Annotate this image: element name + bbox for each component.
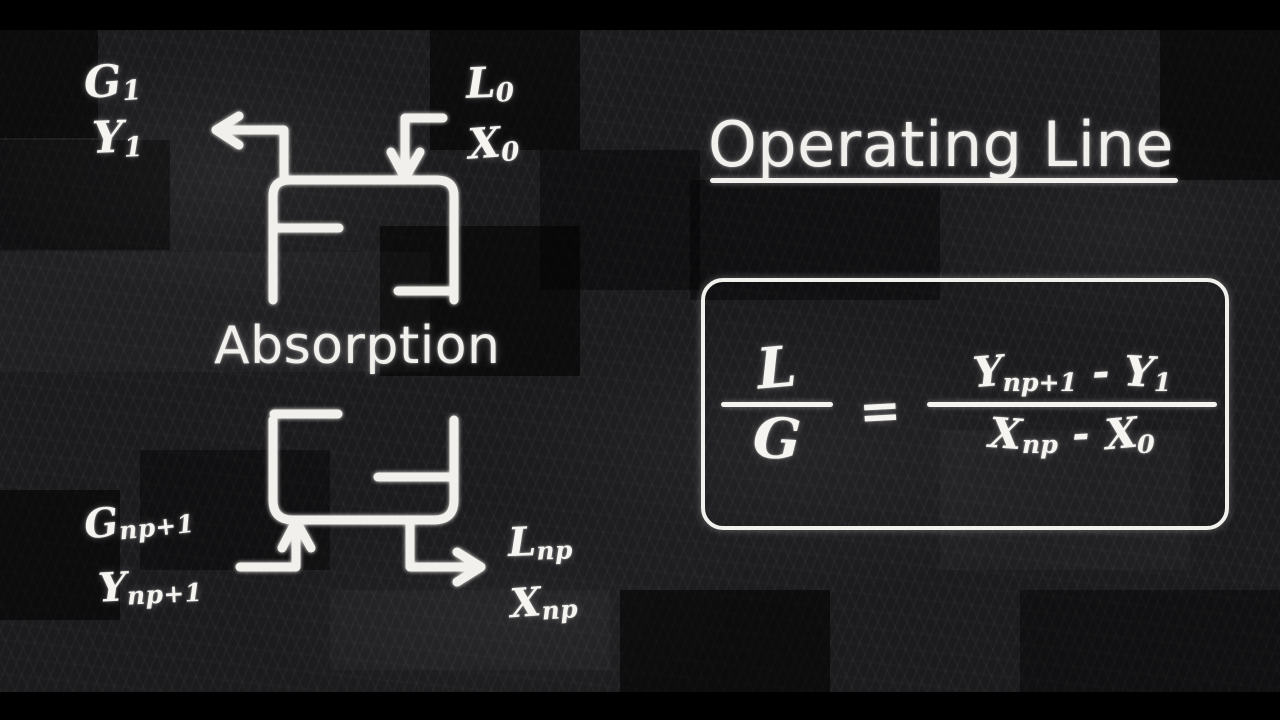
equation-left-denominator: G: [751, 404, 803, 473]
label-gas-out-flow: G1: [82, 55, 143, 109]
board-patch: [0, 140, 170, 250]
label-liquid-in-flow: L0: [465, 57, 516, 109]
board-patch: [0, 490, 120, 620]
page-title-underline: [710, 178, 1178, 183]
equation-content: L G = Ynp+1 - Y1 Xnp - X0: [705, 282, 1225, 526]
label-liquid-out-flow: Lnp: [507, 518, 574, 567]
board-patch: [1160, 30, 1280, 180]
equation-right-numerator: Ynp+1 - Y1: [970, 346, 1172, 398]
page-title: Operating Line: [708, 108, 1174, 181]
fraction-bar-left: [721, 401, 834, 407]
board-patch: [620, 590, 830, 692]
equation-right-denominator: Xnp - X0: [987, 407, 1155, 459]
label-gas-in-composition: Ynp+1: [96, 563, 204, 612]
board-patch: [1020, 590, 1280, 692]
label-liquid-in-composition: X0: [466, 117, 521, 169]
operating-line-equation-box: L G = Ynp+1 - Y1 Xnp - X0: [701, 278, 1229, 530]
label-liquid-out-composition: Xnp: [508, 578, 579, 628]
ratio-deltaY-over-deltaX: Ynp+1 - Y1 Xnp - X0: [926, 346, 1217, 459]
board-patch: [0, 30, 98, 138]
equals-sign: =: [857, 379, 903, 441]
ratio-L-over-G: L G: [721, 333, 834, 473]
letterbox-bar-top: [0, 0, 1280, 30]
fraction-bar-right: [926, 401, 1217, 407]
letterbox-bar-bottom: [0, 692, 1280, 720]
column-caption: Absorption: [214, 316, 501, 376]
board-patch: [430, 30, 580, 150]
label-gas-out-composition: Y1: [91, 111, 144, 164]
equation-left-numerator: L: [754, 333, 800, 403]
